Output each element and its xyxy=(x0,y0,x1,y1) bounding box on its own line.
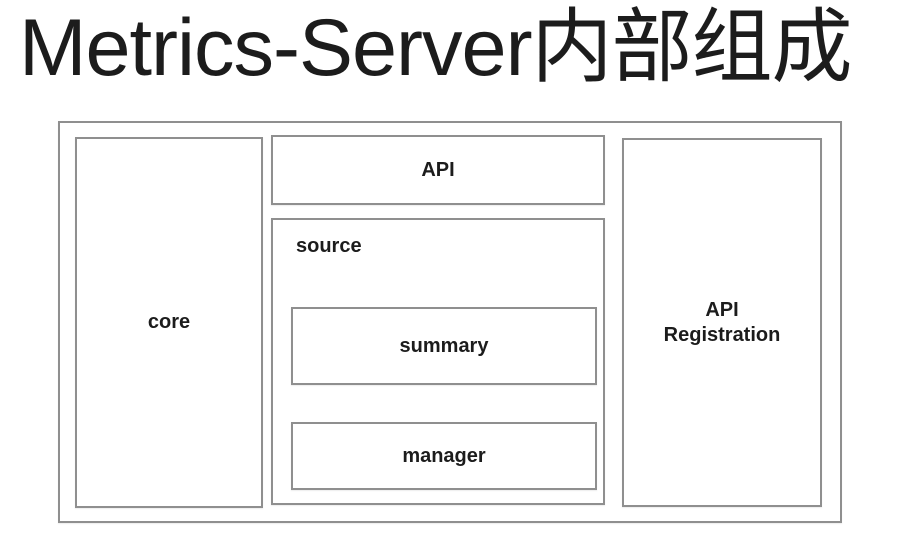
api-box: API xyxy=(271,135,605,205)
manager-label: manager xyxy=(402,444,486,467)
diagram-title: Metrics-Server内部组成 xyxy=(19,3,853,93)
api-registration-line2: Registration xyxy=(663,323,781,346)
manager-box: manager xyxy=(291,422,597,490)
metrics-server-container-box: core API source summary manager API Regi… xyxy=(58,121,842,523)
summary-box: summary xyxy=(291,307,597,385)
core-label: core xyxy=(147,311,191,333)
source-label: source xyxy=(296,235,362,257)
api-registration-line1: API xyxy=(705,298,739,321)
api-label: API xyxy=(421,158,455,181)
core-box: core xyxy=(75,137,263,508)
api-registration-label: API Registration xyxy=(664,298,781,348)
api-registration-box: API Registration xyxy=(622,138,822,507)
summary-label: summary xyxy=(399,334,489,357)
source-box: source summary manager xyxy=(271,218,605,505)
